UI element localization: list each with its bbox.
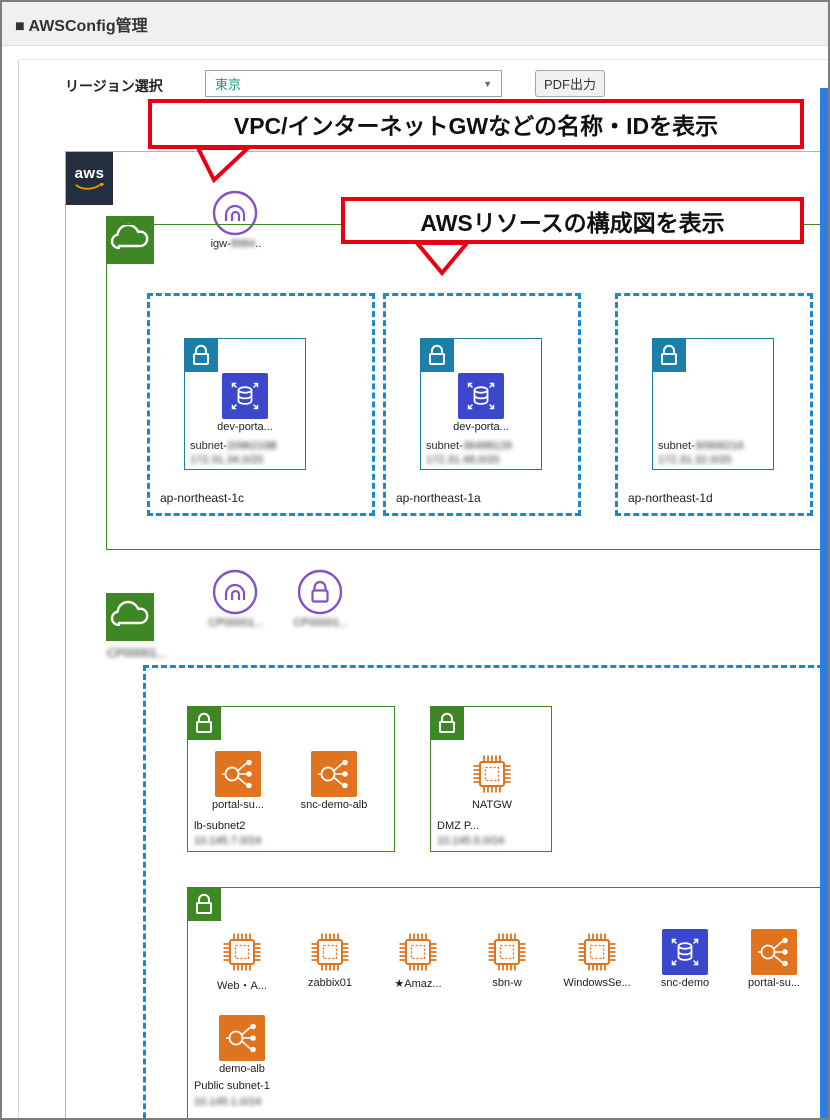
resource-node: sbn-w bbox=[465, 929, 549, 989]
az-label: ap-northeast-1c bbox=[160, 491, 245, 505]
resource-label: portal-su... bbox=[212, 799, 264, 811]
resource-node: portal-su... bbox=[732, 929, 816, 989]
subnet-cidr: 10.145.1.0/24 bbox=[194, 1096, 262, 1108]
annotation-text: AWSリソースの構成図を表示 bbox=[420, 209, 725, 236]
az-label: ap-northeast-1d bbox=[628, 491, 713, 505]
ec2-instance-icon bbox=[223, 933, 261, 971]
resource-node: dev-porta... bbox=[421, 373, 541, 433]
resource-node: snc-demo bbox=[643, 929, 727, 989]
subnet-cidr: 172.31.32.0/20 bbox=[658, 454, 732, 466]
subnet-name: lb-subnet2 bbox=[194, 820, 246, 832]
nacl-label: CP00001... bbox=[293, 617, 349, 629]
resource-node: dev-porta... bbox=[185, 373, 305, 433]
aws-smile-icon bbox=[74, 182, 105, 190]
load-balancer-icon bbox=[311, 751, 357, 797]
resource-label: sbn-w bbox=[492, 977, 522, 989]
subnet-box-lb-subnet2: portal-su... snc-demo-alb lb-subnet2 10.… bbox=[187, 706, 395, 852]
vpc-icon bbox=[106, 593, 154, 641]
private-subnet-lock-icon bbox=[652, 338, 686, 372]
internet-gateway-icon bbox=[212, 190, 258, 236]
resource-label: zabbix01 bbox=[307, 977, 353, 989]
chevron-down-icon: ▼ bbox=[483, 78, 492, 89]
rds-database-icon bbox=[662, 929, 708, 975]
load-balancer-icon bbox=[219, 1015, 265, 1061]
availability-zone-1d: subnet-30906216 172.31.32.0/20 ap-northe… bbox=[615, 293, 813, 516]
resource-label: snc-demo-alb bbox=[300, 799, 368, 811]
subnet-id: subnet-30906216 bbox=[658, 440, 744, 452]
right-scrollbar[interactable] bbox=[820, 88, 828, 1118]
subnet-box: subnet-30906216 172.31.32.0/20 bbox=[652, 338, 774, 470]
aws-logo-text: aws bbox=[74, 164, 105, 182]
resource-node: demo-alb bbox=[200, 1015, 284, 1075]
subnet-name: Public subnet-1 bbox=[194, 1080, 270, 1092]
resource-node: Web・A... bbox=[200, 929, 284, 993]
resource-label: demo-alb bbox=[219, 1063, 265, 1075]
resource-node: zabbix01 bbox=[288, 929, 372, 989]
annotation-text: VPC/インターネットGWなどの名称・IDを表示 bbox=[233, 113, 719, 139]
subnet-box-dmz: NATGW DMZ P... 10.145.5.0/24 bbox=[430, 706, 552, 852]
network-acl-lock-icon bbox=[297, 569, 343, 615]
subnet-cidr: 172.31.34.0/20 bbox=[190, 454, 264, 466]
pdf-export-button[interactable]: PDF出力 bbox=[535, 70, 605, 97]
availability-zone-vpc2: portal-su... snc-demo-alb lb-subnet2 10.… bbox=[143, 665, 821, 1118]
callout-pointer-icon bbox=[413, 242, 469, 276]
resource-label: NATGW bbox=[471, 799, 513, 811]
subnet-cidr: 10.145.5.0/24 bbox=[437, 835, 505, 847]
subnet-box-public-1: Web・A... zabbix01 ★Amaz... sbn-w Windows… bbox=[187, 887, 821, 1118]
resource-label: WindowsSe... bbox=[563, 977, 631, 989]
annotation-callout-1: VPC/インターネットGWなどの名称・IDを表示 bbox=[148, 99, 804, 149]
ec2-instance-icon bbox=[578, 933, 616, 971]
ec2-instance-icon bbox=[488, 933, 526, 971]
subnet-name: DMZ P... bbox=[437, 820, 479, 832]
rds-database-icon bbox=[222, 373, 268, 419]
ec2-instance-icon bbox=[399, 933, 437, 971]
subnet-box: dev-porta... subnet-36498129 172.31.48.0… bbox=[420, 338, 542, 470]
gateway-label: CP00001... bbox=[208, 617, 264, 629]
vpc-label: CP00001... bbox=[107, 646, 168, 660]
ec2-instance-icon bbox=[473, 755, 511, 793]
subnet-box: dev-porta... subnet-2096219B 172.31.34.0… bbox=[184, 338, 306, 470]
private-subnet-lock-icon bbox=[184, 338, 218, 372]
resource-label: Web・A... bbox=[217, 980, 267, 992]
az-label: ap-northeast-1a bbox=[396, 491, 481, 505]
region-select-value: 東京 bbox=[215, 77, 242, 92]
public-subnet-lock-icon bbox=[430, 706, 464, 740]
aws-architecture-diagram: aws igw-8984.. dev-porta... bbox=[65, 151, 822, 1118]
region-select[interactable]: 東京 ▼ bbox=[205, 70, 502, 97]
aws-logo: aws bbox=[66, 152, 113, 205]
resource-label: ★Amaz... bbox=[394, 978, 442, 990]
availability-zone-1c: dev-porta... subnet-2096219B 172.31.34.0… bbox=[147, 293, 375, 516]
content-panel bbox=[18, 59, 828, 1118]
subnet-cidr: 172.31.48.0/20 bbox=[426, 454, 500, 466]
resource-label: snc-demo bbox=[660, 977, 710, 989]
resource-label: dev-porta... bbox=[453, 421, 509, 433]
load-balancer-icon bbox=[751, 929, 797, 975]
page-title: ■ AWSConfig管理 bbox=[15, 17, 148, 35]
rds-database-icon bbox=[458, 373, 504, 419]
resource-node: NATGW bbox=[450, 751, 534, 811]
private-subnet-lock-icon bbox=[420, 338, 454, 372]
resource-node: portal-su... bbox=[196, 751, 280, 811]
public-subnet-lock-icon bbox=[187, 887, 221, 921]
subnet-id: subnet-2096219B bbox=[190, 440, 277, 452]
availability-zone-1a: dev-porta... subnet-36498129 172.31.48.0… bbox=[383, 293, 581, 516]
annotation-callout-2: AWSリソースの構成図を表示 bbox=[341, 197, 804, 244]
app-header: ■ AWSConfig管理 bbox=[2, 2, 828, 46]
region-select-label: リージョン選択 bbox=[65, 78, 163, 94]
ec2-instance-icon bbox=[311, 933, 349, 971]
resource-node: snc-demo-alb bbox=[292, 751, 376, 811]
load-balancer-icon bbox=[215, 751, 261, 797]
resource-node: ★Amaz... bbox=[376, 929, 460, 990]
resource-label: portal-su... bbox=[748, 977, 800, 989]
internet-gateway-icon bbox=[212, 569, 258, 615]
public-subnet-lock-icon bbox=[187, 706, 221, 740]
subnet-id: subnet-36498129 bbox=[426, 440, 512, 452]
resource-node: WindowsSe... bbox=[555, 929, 639, 989]
resource-label: dev-porta... bbox=[217, 421, 273, 433]
callout-pointer-icon bbox=[195, 147, 252, 183]
subnet-cidr: 10.145.7.0/24 bbox=[194, 835, 262, 847]
internet-gateway-label: igw-8984.. bbox=[210, 238, 262, 250]
